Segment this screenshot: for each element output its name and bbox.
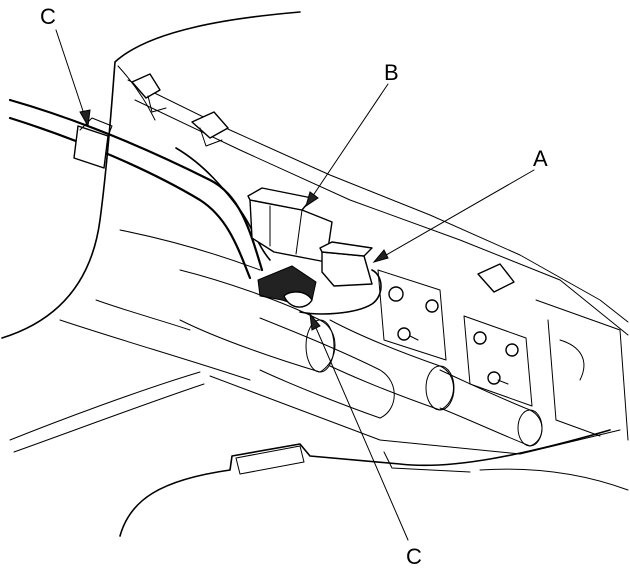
- connector-a-top: [319, 241, 373, 257]
- arrowhead-c-top: [79, 109, 91, 128]
- body-panel-top: [127, 79, 629, 323]
- harness-clamp-top-tab: [79, 117, 113, 137]
- clip-1: [131, 73, 161, 99]
- leader-line-c-bottom: [309, 313, 409, 541]
- lower-tube: [9, 371, 205, 453]
- leader-line-a: [373, 169, 535, 263]
- connector-b-body: [249, 199, 333, 263]
- bracket-plate-2: [463, 315, 533, 407]
- arrowhead-c-bottom: [309, 312, 321, 331]
- cylinder-end-3: [517, 409, 543, 447]
- bracket-plate-1: [377, 269, 447, 361]
- bottom-cover-tab: [235, 445, 305, 475]
- bolt-4: [473, 331, 487, 345]
- lower-rail: [209, 375, 621, 455]
- body-panel-ridge: [134, 99, 629, 336]
- bolt-6: [487, 371, 501, 385]
- callout-label-c-bottom: C: [406, 544, 422, 569]
- harness-wire-upper: [8, 98, 264, 272]
- bolt-3: [397, 327, 411, 341]
- lower-frame: [59, 229, 261, 381]
- bottom-cover-edge: [479, 468, 629, 491]
- callout-label-c-top: C: [40, 4, 56, 29]
- clip-2: [191, 111, 229, 139]
- connector-b-face: [269, 205, 303, 255]
- right-panel: [535, 299, 629, 441]
- harness-clamp-lower-ring: [283, 291, 313, 308]
- callout-label-a: A: [533, 146, 548, 171]
- bolt-1: [388, 286, 404, 302]
- callout-label-b: B: [384, 60, 399, 85]
- arrowhead-a: [372, 249, 389, 263]
- leader-line-c-top: [55, 29, 89, 127]
- cylinder-end-1: [305, 319, 335, 373]
- harness-clamp-top: [73, 125, 109, 169]
- leader-line-b: [305, 83, 389, 207]
- cylinder-1: [179, 269, 336, 373]
- bolt-5: [505, 343, 519, 357]
- bottom-cover-step: [383, 451, 471, 473]
- right-panel-slot: [559, 339, 585, 381]
- bolt-2: [425, 299, 439, 313]
- cylinder-end-2: [425, 365, 455, 411]
- arrowhead-b: [305, 191, 319, 208]
- connector-a-body: [321, 251, 373, 287]
- clip-3: [477, 263, 515, 293]
- clip-2-detail: [199, 127, 223, 147]
- bolt-shaft-3: [409, 335, 509, 385]
- fender-outline: [1, 11, 301, 339]
- clip-1-detail: [147, 95, 167, 113]
- bottom-cover: [119, 429, 611, 537]
- harness-wire-branch: [175, 147, 271, 261]
- cylinder-4: [259, 317, 395, 419]
- fender-inner-edge: [117, 65, 156, 121]
- cylinder-2: [329, 319, 454, 411]
- connector-a-wire: [299, 269, 382, 315]
- harness-wire-lower: [8, 116, 252, 280]
